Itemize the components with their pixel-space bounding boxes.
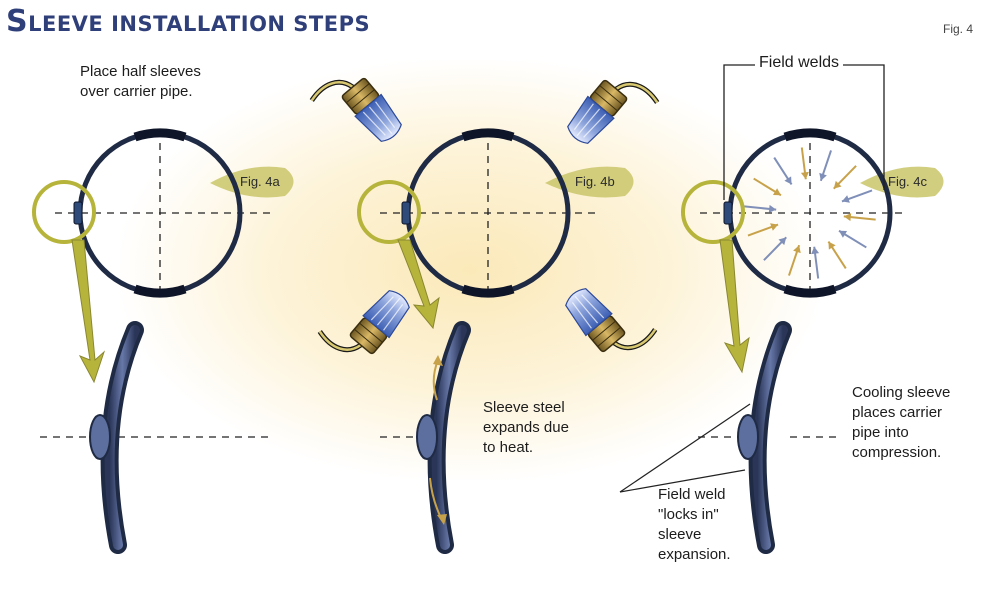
compression-arrowhead-icon: [800, 171, 809, 180]
field-welds-label: Field welds: [755, 54, 844, 72]
compression-arrowhead-icon: [778, 237, 787, 246]
compression-arrowhead-icon: [772, 188, 781, 196]
compression-arrowhead-icon: [841, 195, 850, 203]
torch-top-right-icon: [562, 64, 659, 164]
callout-circle-b: [357, 180, 421, 244]
compression-arrowhead-icon: [811, 246, 820, 255]
compression-arrowhead-icon: [843, 213, 852, 222]
compression-arrowhead-icon: [768, 204, 777, 213]
compression-arrowhead-icon: [819, 172, 827, 181]
compression-arrowhead-icon: [839, 230, 848, 238]
callout-arrow-c: [719, 239, 750, 374]
step-a-caption: Place half sleeves over carrier pipe.: [80, 63, 201, 100]
step-b-group: [310, 62, 659, 554]
callout-arrow-a: [71, 239, 106, 384]
step-c-group: [619, 64, 944, 554]
step-a-group: [32, 128, 294, 554]
torch-bottom-right-icon: [560, 268, 657, 368]
callout-circle-a: [32, 180, 96, 244]
step-c-caption: Cooling sleeve places carrier pipe into …: [852, 384, 951, 461]
step-b-badge-label: Fig. 4b: [575, 174, 615, 189]
torch-top-left-icon: [310, 62, 407, 162]
compression-arrowhead-icon: [793, 245, 801, 254]
callout-arrow-b: [397, 239, 440, 330]
compression-arrowhead-icon: [784, 176, 792, 185]
compression-arrowhead-icon: [833, 180, 842, 189]
compression-arrowhead-icon: [770, 223, 779, 231]
figure-number: Fig. 4: [942, 22, 973, 36]
step-b-caption: Sleeve steel expands due to heat.: [483, 399, 569, 456]
field-weld-pointer: [619, 403, 751, 493]
step-c-badge-label: Fig. 4c: [888, 174, 928, 189]
compression-arrowhead-icon: [828, 241, 836, 250]
callout-circle-c: [681, 180, 745, 244]
step-a-badge-label: Fig. 4a: [240, 174, 280, 189]
torch-bottom-left-icon: [318, 270, 415, 370]
compression-arrows: [744, 147, 876, 279]
field-weld-note: Field weld "locks in" sleeve expansion.: [658, 486, 731, 563]
page-title: SLEEVE INSTALLATION STEPS: [6, 4, 371, 39]
